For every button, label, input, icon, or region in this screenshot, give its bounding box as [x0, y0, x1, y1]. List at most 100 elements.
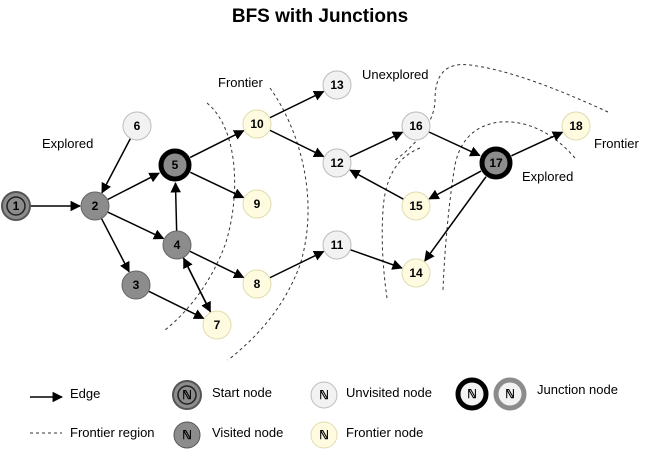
- region-label-explored-left: Explored: [42, 136, 93, 151]
- node-16: 16: [401, 111, 431, 141]
- node-14-circle: [401, 258, 431, 288]
- node-4: 4: [162, 230, 192, 260]
- legend-junction-node-symbol-unvisited: ℕ: [455, 377, 489, 411]
- node-1-label: 1: [13, 199, 20, 213]
- legend-visited-node-label: Visited node: [212, 425, 283, 440]
- legend-edge-label: Edge: [70, 386, 100, 401]
- node-8-label: 8: [254, 277, 261, 291]
- node-6-circle: [122, 111, 152, 141]
- legend-unvisited-symbol: ℕ: [319, 388, 329, 402]
- node-8: 8: [242, 269, 272, 299]
- node-12: 12: [322, 148, 352, 178]
- node-10-circle: [242, 109, 272, 139]
- node-4-label: 4: [174, 238, 181, 252]
- node-16-label: 16: [409, 119, 423, 133]
- node-17: 17: [479, 146, 513, 180]
- edge-17-to-18: [511, 131, 564, 157]
- node-2-circle: [80, 191, 110, 221]
- legend-junction-symbol-a: ℕ: [467, 387, 477, 401]
- node-15-label: 15: [409, 199, 423, 213]
- region-label-frontier-right: Frontier: [594, 136, 639, 151]
- legend-junction-symbol-b: ℕ: [505, 387, 515, 401]
- node-14: 14: [401, 258, 431, 288]
- legend-frontier-region-label: Frontier region: [70, 425, 155, 440]
- node-5-circle: [158, 148, 192, 182]
- node-13-label: 13: [330, 78, 344, 92]
- node-14-label: 14: [409, 266, 423, 280]
- node-4-circle: [162, 230, 192, 260]
- edge-11-to-14: [349, 248, 403, 270]
- legend-start-node-label: Start node: [212, 385, 272, 400]
- frontier-region-middle: [227, 87, 309, 361]
- node-3-circle: [121, 270, 151, 300]
- legend-junction-node-label: Junction node: [537, 382, 618, 397]
- region-label-explored-right: Explored: [522, 169, 573, 184]
- node-7: 7: [202, 310, 232, 340]
- legend-unvisited-node-label: Unvisited node: [346, 385, 432, 400]
- node-18-circle: [561, 111, 591, 141]
- frontier-region-right-outer: [394, 64, 609, 161]
- edge-17-to-14: [424, 176, 487, 262]
- node-13-circle: [322, 70, 352, 100]
- legend-frontier-symbol: ℕ: [319, 428, 329, 442]
- legend-frontier-node-symbol: ℕ: [310, 421, 338, 449]
- frontier-regions: [164, 64, 609, 361]
- legend-frontier-node-label: Frontier node: [346, 425, 423, 440]
- node-17-label: 17: [489, 156, 503, 170]
- node-12-circle: [322, 148, 352, 178]
- node-18: 18: [561, 111, 591, 141]
- edge-12-to-16: [349, 131, 404, 158]
- edge-2-to-5: [107, 172, 160, 201]
- node-8-circle: [242, 269, 272, 299]
- node-18-label: 18: [569, 119, 583, 133]
- edge-15-to-12: [349, 169, 405, 200]
- node-3: 3: [121, 270, 151, 300]
- node-9-circle: [242, 189, 272, 219]
- legend-start-node-symbol: ℕ: [172, 380, 202, 410]
- node-11-label: 11: [331, 238, 344, 252]
- legend-start-symbol: ℕ: [182, 388, 192, 402]
- edge-4-to-8: [189, 250, 245, 279]
- node-3-label: 3: [133, 278, 140, 292]
- edge-5-to-10: [189, 130, 245, 159]
- node-10-label: 10: [250, 117, 264, 131]
- node-10: 10: [242, 109, 272, 139]
- edge-10-to-12: [269, 129, 325, 158]
- legend-visited-node-symbol: ℕ: [173, 421, 201, 449]
- node-11: 11: [322, 230, 352, 260]
- edge-7-to-4: [183, 257, 212, 313]
- node-15-circle: [401, 191, 431, 221]
- node-9: 9: [242, 189, 272, 219]
- node-2-label: 2: [92, 199, 99, 213]
- diagram-title: BFS with Junctions: [232, 6, 408, 27]
- node-15: 15: [401, 191, 431, 221]
- legend-visited-symbol: ℕ: [182, 428, 192, 442]
- node-1: 1: [1, 191, 31, 221]
- node-7-circle: [202, 310, 232, 340]
- edge-5-to-9: [190, 171, 245, 199]
- edge-2-to-3: [100, 218, 130, 273]
- legend-unvisited-node-symbol: ℕ: [310, 381, 338, 409]
- node-11-circle: [322, 230, 352, 260]
- edge-3-to-7: [148, 290, 205, 320]
- node-6-label: 6: [134, 119, 141, 133]
- edge-2-to-4: [107, 211, 165, 240]
- edges-layer: [30, 90, 564, 320]
- frontier-region-left: [164, 102, 236, 331]
- node-6: 6: [122, 111, 152, 141]
- legend-junction-node-symbol-visited: ℕ: [493, 377, 527, 411]
- region-label-frontier-top: Frontier: [218, 75, 263, 90]
- region-label-unexplored: Unexplored: [362, 67, 429, 82]
- node-9-label: 9: [254, 197, 261, 211]
- frontier-region-right-inner: [381, 147, 421, 299]
- legend: Edge Frontier region ℕ Start node ℕ Visi…: [30, 377, 618, 449]
- edge-17-to-15: [428, 170, 482, 200]
- edge-4-to-5: [170, 181, 181, 232]
- frontier-region-right-lower: [442, 121, 576, 291]
- node-17-circle: [479, 146, 513, 180]
- node-13: 13: [322, 70, 352, 100]
- edge-8-to-11: [269, 250, 325, 279]
- edge-16-to-17: [428, 131, 481, 157]
